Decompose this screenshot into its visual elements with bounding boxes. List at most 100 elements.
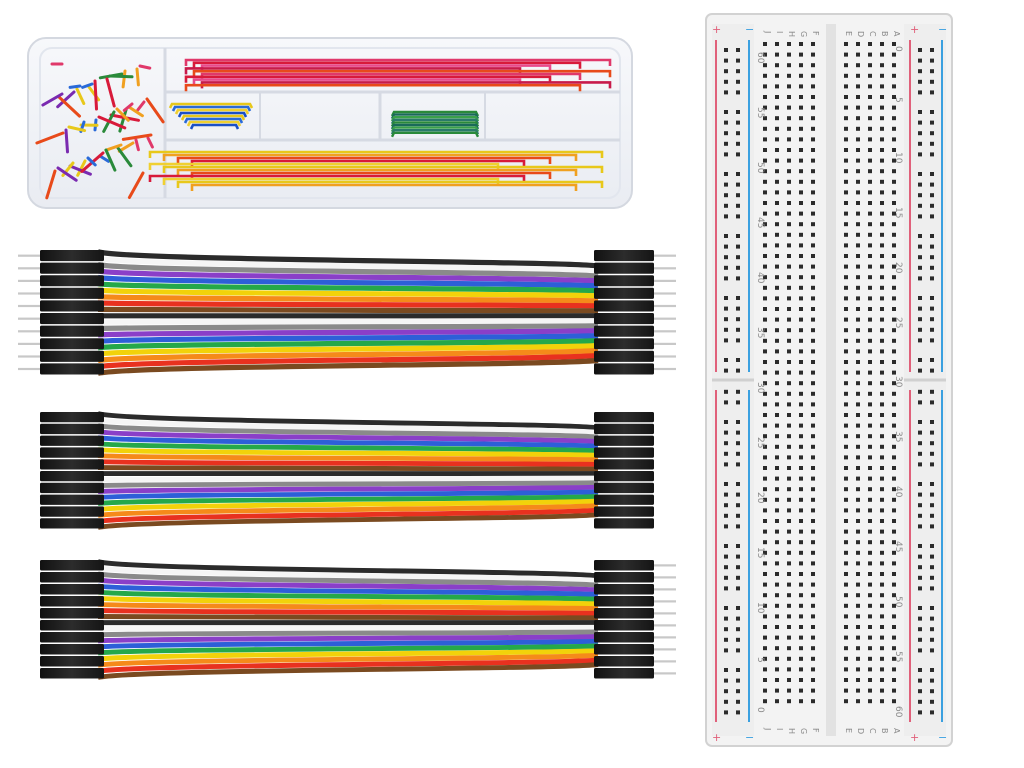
breadboard-hole <box>787 52 791 57</box>
rail-hole <box>918 234 922 238</box>
rail-hole <box>918 358 922 362</box>
rail-hole <box>736 193 740 198</box>
row-number: 30 <box>893 376 903 388</box>
breadboard-hole <box>787 646 791 651</box>
ribbon-wire <box>97 411 599 431</box>
connector-pin <box>654 660 676 663</box>
breadboard-hole <box>844 444 848 449</box>
breadboard-hole <box>868 381 872 386</box>
rail-hole <box>736 503 740 508</box>
connector-housing <box>40 350 104 362</box>
breadboard-hole <box>787 508 791 513</box>
breadboard-hole <box>763 328 767 333</box>
breadboard-hole <box>763 137 767 142</box>
breadboard-hole <box>763 391 767 396</box>
breadboard-hole <box>892 519 896 523</box>
breadboard-hole <box>880 370 884 375</box>
rail-hole <box>736 627 740 632</box>
breadboard-hole <box>799 317 803 322</box>
breadboard-hole <box>844 540 848 545</box>
row-number: 55 <box>755 107 765 118</box>
breadboard-hole <box>856 688 860 693</box>
breadboard-hole <box>868 656 872 661</box>
breadboard-hole <box>811 42 815 46</box>
breadboard-hole <box>799 211 803 216</box>
breadboard-hole <box>763 466 767 470</box>
breadboard-hole <box>892 190 896 195</box>
breadboard-hole <box>892 370 896 375</box>
breadboard-hole <box>799 678 803 682</box>
breadboard-hole <box>787 338 791 343</box>
breadboard-hole <box>799 360 803 364</box>
breadboard-hole <box>856 116 860 121</box>
breadboard-hole <box>775 285 779 290</box>
breadboard-hole <box>868 434 872 439</box>
rail-hole <box>918 79 922 84</box>
breadboard-hole <box>787 625 791 629</box>
jumper-wire <box>148 150 604 158</box>
breadboard-hole <box>856 317 860 322</box>
jumper-wire <box>171 105 252 112</box>
rail-hole <box>736 255 740 260</box>
breadboard-hole <box>763 95 767 99</box>
breadboard-hole <box>775 667 779 672</box>
breadboard-hole <box>880 158 884 163</box>
rail-hole <box>918 110 922 114</box>
breadboard-hole <box>856 360 860 364</box>
rail-hole <box>724 492 728 497</box>
breadboard-hole <box>844 275 848 280</box>
breadboard-hole <box>844 423 848 428</box>
row-number: 10 <box>893 152 903 164</box>
rail-hole <box>918 152 922 157</box>
breadboard-hole <box>763 381 767 386</box>
breadboard-hole <box>775 487 779 492</box>
rail-hole <box>918 513 922 518</box>
breadboard-hole <box>763 625 767 629</box>
breadboard-hole <box>868 487 872 492</box>
jumper-wire <box>117 141 135 153</box>
breadboard-hole <box>868 561 872 566</box>
breadboard-hole <box>868 391 872 396</box>
breadboard-hole <box>868 95 872 99</box>
jumper-wire <box>68 164 92 176</box>
jumper-wire <box>57 95 81 118</box>
rail-hole <box>724 152 728 157</box>
breadboard-hole <box>799 84 803 89</box>
breadboard-hole <box>787 360 791 364</box>
connector-pin <box>18 304 40 308</box>
rail-hole <box>918 276 922 281</box>
jumper-wire <box>35 131 65 145</box>
jumper-wire <box>108 74 134 79</box>
row-number: 60 <box>893 706 903 718</box>
rail-hole <box>724 203 728 208</box>
rail-plus-symbol: + <box>712 23 721 36</box>
breadboard-hole <box>892 699 896 704</box>
breadboard-hole <box>868 222 872 227</box>
jumper-wire <box>76 159 87 177</box>
rail-hole <box>918 389 922 394</box>
breadboard-hole <box>799 137 803 142</box>
breadboard-hole <box>868 264 872 269</box>
row-number: 60 <box>755 52 765 64</box>
jumper-wire <box>105 77 116 108</box>
breadboard-hole <box>844 360 848 364</box>
rail-hole <box>918 668 922 672</box>
connector-housing <box>40 482 104 494</box>
breadboard-hole <box>811 126 815 131</box>
rail-hole <box>930 637 934 642</box>
row-number: 40 <box>893 486 903 498</box>
rail-hole <box>736 513 740 518</box>
breadboard-hole <box>763 190 767 195</box>
breadboard-hole <box>844 105 848 110</box>
rail-hole <box>918 606 922 610</box>
rail-hole <box>930 503 934 508</box>
connector-housing <box>40 572 104 583</box>
breadboard-hole <box>787 582 791 587</box>
rail-hole <box>918 710 922 715</box>
breadboard-hole <box>868 497 872 502</box>
breadboard-hole <box>892 497 896 502</box>
breadboard-hole <box>775 42 779 46</box>
jumper-wire <box>189 123 240 130</box>
breadboard-hole <box>844 126 848 131</box>
breadboard-hole <box>868 307 872 311</box>
